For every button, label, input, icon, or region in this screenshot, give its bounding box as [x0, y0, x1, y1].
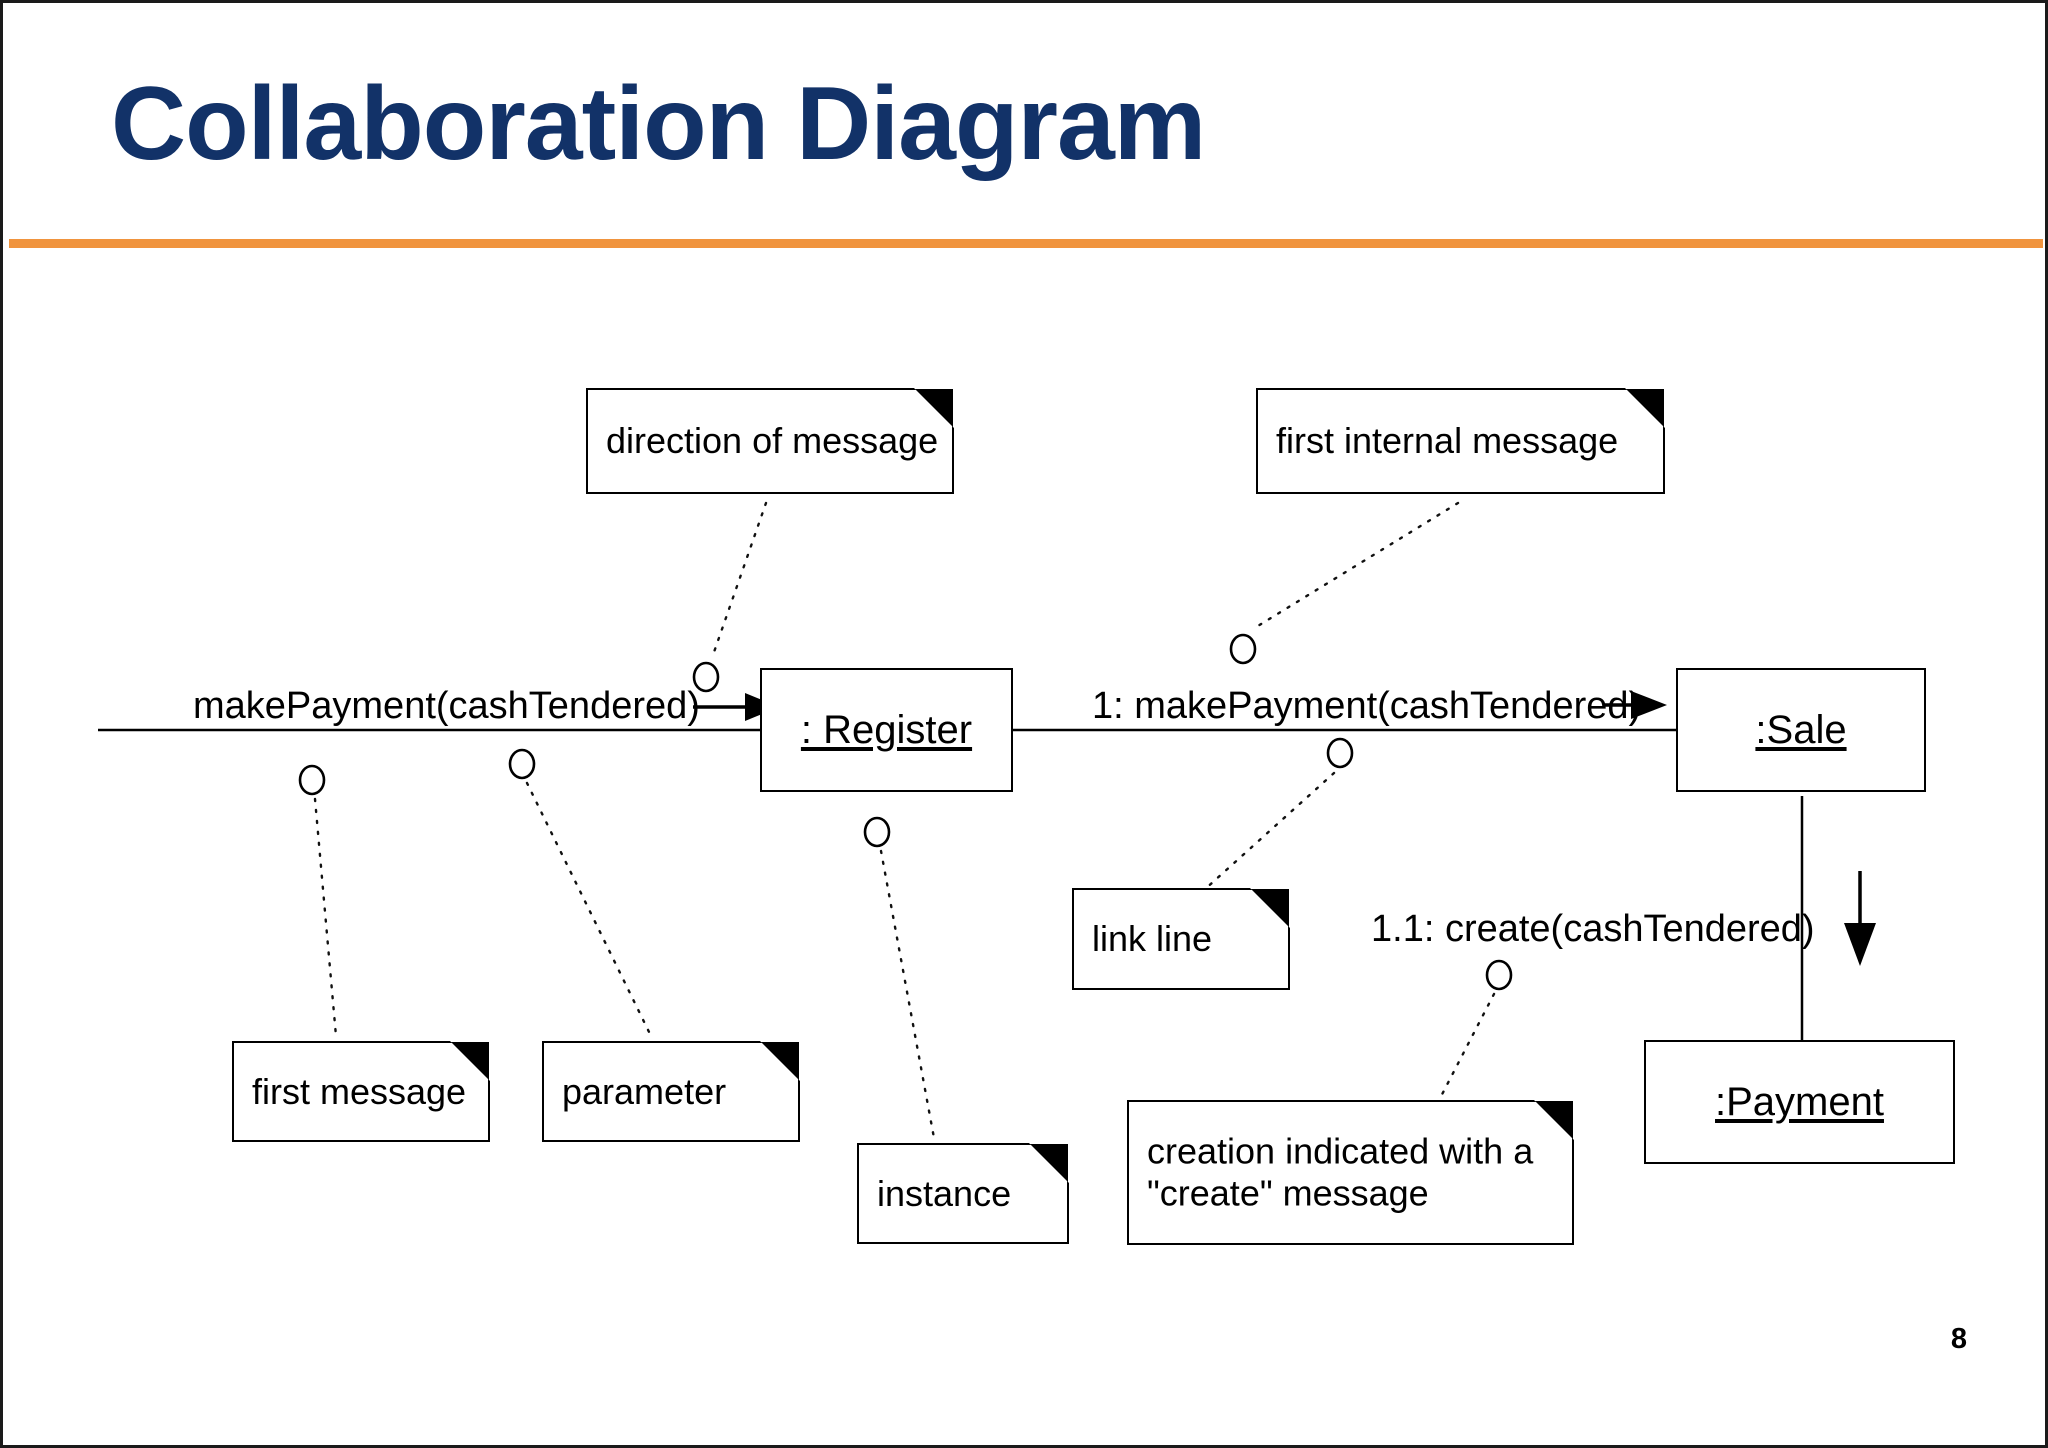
dogear-fill-icon [451, 1042, 489, 1080]
dogear-fill-icon [1251, 889, 1289, 927]
leader-parameter [525, 781, 653, 1038]
note-direction-of-message-text: direction of message [606, 419, 939, 461]
message-label-internal: 1: makePayment(cashTendered) [1092, 685, 1642, 727]
message-label-create: 1.1: create(cashTendered) [1371, 908, 1815, 950]
dogear-fill-icon [915, 389, 953, 427]
note-link-line-text: link line [1092, 917, 1213, 959]
object-register-label: : Register [800, 707, 973, 752]
object-payment-label: :Payment [1715, 1079, 1884, 1124]
anchor-first-message [298, 764, 326, 796]
object-sale[interactable]: :Sale [1676, 668, 1926, 792]
anchor-instance [863, 816, 891, 848]
leader-direction-of-message [711, 501, 768, 657]
note-parameter-text: parameter [562, 1070, 727, 1112]
dogear-fill-icon [761, 1042, 799, 1080]
note-first-message[interactable]: first message [232, 1041, 490, 1142]
note-parameter[interactable]: parameter [542, 1041, 800, 1142]
anchor-link-line [1326, 737, 1354, 769]
arrow-create-message [1844, 871, 1876, 966]
note-creation-message-text: creation indicated with a "create" messa… [1147, 1130, 1534, 1214]
title-divider-rule [9, 239, 2043, 248]
note-direction-of-message[interactable]: direction of message [586, 388, 954, 494]
note-instance-text: instance [877, 1172, 1012, 1214]
note-first-message-text: first message [252, 1070, 467, 1112]
note-first-internal-message-text: first internal message [1276, 419, 1619, 461]
anchor-first-internal-message [1229, 633, 1257, 665]
note-first-internal-message[interactable]: first internal message [1256, 388, 1665, 494]
leader-instance [879, 849, 936, 1140]
leader-link-line [1201, 771, 1336, 893]
page-number: 8 [1950, 1323, 1967, 1355]
page-title: Collaboration Diagram [111, 66, 1206, 182]
note-instance[interactable]: instance [857, 1143, 1069, 1244]
dogear-fill-icon [1030, 1144, 1068, 1182]
leader-first-internal-message [1251, 501, 1460, 631]
leader-first-message [313, 797, 338, 1038]
anchor-creation-note [1485, 959, 1513, 991]
note-creation-message[interactable]: creation indicated with a "create" messa… [1127, 1100, 1574, 1245]
dogear-fill-icon [1535, 1101, 1573, 1139]
leader-creation-note [1433, 992, 1496, 1110]
message-label-entry: makePayment(cashTendered) [193, 685, 700, 727]
dogear-fill-icon [1626, 389, 1664, 427]
object-register[interactable]: : Register [760, 668, 1013, 792]
object-payment[interactable]: :Payment [1644, 1040, 1955, 1164]
anchor-parameter [508, 748, 536, 780]
object-sale-label: :Sale [1755, 707, 1847, 752]
note-link-line[interactable]: link line [1072, 888, 1290, 990]
